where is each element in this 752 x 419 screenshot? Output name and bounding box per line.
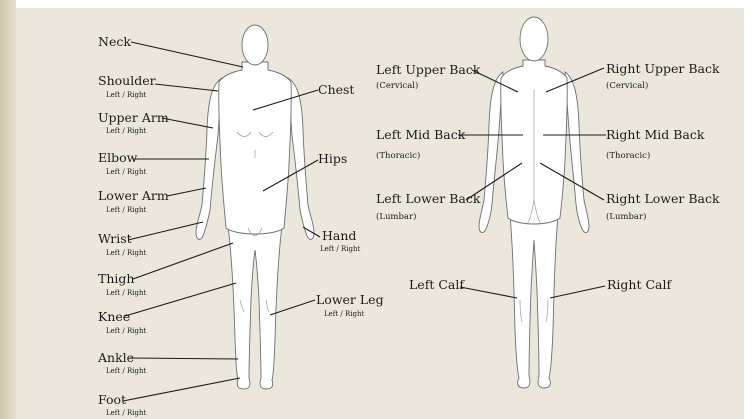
label-hips: Hips [318,151,347,166]
label-wrist-sub: Left / Right [106,249,147,257]
leader-shoulder [155,84,218,91]
label-neck: Neck [98,34,131,49]
front-body-figure [196,25,314,389]
label-lower-arm-sub: Left / Right [106,206,147,214]
label-left-upper-back-sub: (Cervical) [376,80,418,91]
leader-neck [131,42,243,67]
leader-foot [123,378,240,401]
label-hand: Hand [322,228,356,243]
label-left-lower-back: Left Lower Back [376,191,481,206]
label-right-mid-back: Right Mid Back [606,127,705,142]
leader-wrist [128,222,203,240]
label-left-calf: Left Calf [409,277,465,292]
label-hand-sub: Left / Right [320,245,361,253]
leader-thigh [133,243,233,279]
label-knee: Knee [98,309,130,324]
label-upper-arm: Upper Arm [98,110,169,125]
label-right-upper-back: Right Upper Back [606,61,720,76]
label-right-lower-back-sub: (Lumbar) [606,211,646,222]
label-left-mid-back-sub: (Thoracic) [376,150,420,161]
leader-upper-arm [162,118,213,128]
label-right-mid-back-sub: (Thoracic) [606,150,650,161]
label-foot: Foot [98,392,126,407]
label-shoulder: Shoulder [98,73,156,88]
label-right-calf: Right Calf [607,277,672,292]
leader-knee [125,283,236,316]
label-lower-arm: Lower Arm [98,188,169,203]
label-right-upper-back-sub: (Cervical) [606,80,648,91]
label-right-lower-back: Right Lower Back [606,191,720,206]
leader-ankle [130,358,238,359]
leader-lower-arm [167,188,206,196]
label-left-mid-back: Left Mid Back [376,127,466,142]
label-lower-leg-sub: Left / Right [324,310,365,318]
label-foot-sub: Left / Right [106,409,147,417]
label-ankle-sub: Left / Right [106,367,147,375]
back-body-figure [479,17,589,388]
label-left-lower-back-sub: (Lumbar) [376,211,416,222]
label-shoulder-sub: Left / Right [106,91,147,99]
label-wrist: Wrist [98,231,132,246]
label-elbow-sub: Left / Right [106,168,147,176]
leader-lower-leg [270,300,315,315]
label-thigh-sub: Left / Right [106,289,147,297]
label-upper-arm-sub: Left / Right [106,127,147,135]
label-ankle: Ankle [97,350,134,365]
label-chest: Chest [318,82,354,97]
label-elbow: Elbow [98,150,138,165]
label-knee-sub: Left / Right [106,327,147,335]
leader-right-calf [550,286,605,298]
label-thigh: Thigh [98,271,134,286]
leader-left-calf [460,287,517,298]
label-left-upper-back: Left Upper Back [376,62,481,77]
label-lower-leg: Lower Leg [316,292,384,307]
